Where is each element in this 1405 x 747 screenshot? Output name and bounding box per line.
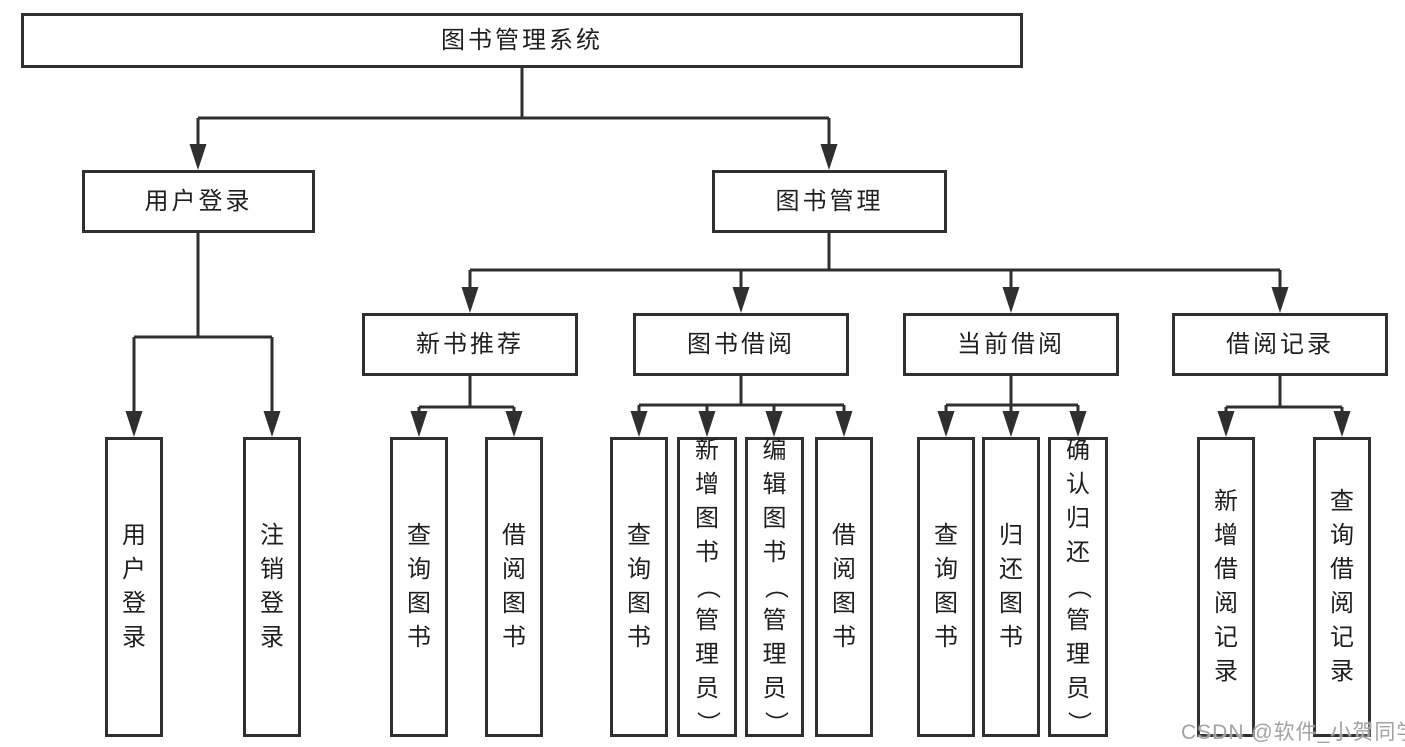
leaf-return-books: 归还图书 (982, 437, 1040, 737)
arrowhead (1002, 411, 1020, 437)
leaf-add-borrow-record: 新增借阅记录 (1197, 437, 1255, 737)
leaf-query-books-current-label: 查询图书 (934, 522, 958, 651)
leaf-add-books-admin-label: 新增图书（管理员） (694, 437, 721, 736)
connector-borrow-to-leaves (637, 376, 846, 413)
leaf-confirm-return-admin-label: 确认归还（管理员） (1065, 437, 1092, 736)
arrowhead (937, 411, 955, 437)
arrowhead (410, 411, 428, 437)
leaf-user-logout: 注销登录 (243, 437, 301, 737)
leaf-user-login: 用户登录 (105, 437, 163, 737)
leaf-edit-books-admin: 编辑图书（管理员） (745, 437, 804, 737)
leaf-borrow-books: 借阅图书 (815, 437, 873, 737)
arrowhead (1217, 411, 1235, 437)
arrowhead (835, 411, 853, 437)
arrowhead (1069, 411, 1087, 437)
user-login-label: 用户登录 (144, 187, 253, 215)
connector-recommend-to-leaves (417, 376, 516, 413)
arrowhead (1333, 411, 1351, 437)
leaf-user-logout-label: 注销登录 (260, 522, 284, 651)
connector-records-to-leaves (1224, 376, 1344, 413)
book-management-label: 图书管理 (775, 187, 884, 215)
leaf-query-books-borrow: 查询图书 (610, 437, 668, 737)
leaf-query-books-recommend-label: 查询图书 (407, 522, 431, 651)
arrowhead (1271, 287, 1289, 313)
arrowhead (732, 287, 750, 313)
leaf-query-borrow-record-label: 查询借阅记录 (1330, 488, 1354, 685)
leaf-user-login-label: 用户登录 (122, 522, 146, 651)
leaf-return-books-label: 归还图书 (999, 522, 1023, 651)
leaf-add-borrow-record-label: 新增借阅记录 (1214, 488, 1238, 685)
book-borrow-node: 图书借阅 (633, 313, 849, 376)
root-node-label: 图书管理系统 (441, 26, 603, 54)
current-borrow-label: 当前借阅 (957, 330, 1065, 358)
arrowhead (505, 411, 523, 437)
leaf-query-books-recommend: 查询图书 (390, 437, 448, 737)
root-node: 图书管理系统 (21, 13, 1023, 68)
leaf-edit-books-admin-label: 编辑图书（管理员） (761, 437, 789, 736)
leaf-query-borrow-record: 查询借阅记录 (1313, 437, 1371, 737)
arrowhead (1002, 287, 1020, 313)
arrowhead (698, 411, 716, 437)
arrowhead (765, 411, 783, 437)
leaf-query-books-borrow-label: 查询图书 (627, 522, 651, 651)
arrowhead (125, 411, 143, 437)
current-borrow-node: 当前借阅 (903, 313, 1119, 376)
arrowhead (820, 144, 838, 170)
leaf-confirm-return-admin: 确认归还（管理员） (1048, 437, 1108, 737)
arrowhead (189, 144, 207, 170)
arrowhead (263, 411, 281, 437)
arrowhead (461, 287, 479, 313)
book-management-node: 图书管理 (712, 170, 947, 233)
leaf-borrow-books-recommend: 借阅图书 (485, 437, 543, 737)
borrow-records-label: 借阅记录 (1226, 330, 1334, 358)
connector-root-to-level2 (196, 68, 831, 146)
leaf-borrow-books-label: 借阅图书 (832, 522, 856, 651)
connector-userlogin-to-leaves (132, 233, 274, 413)
new-book-recommend-label: 新书推荐 (416, 330, 524, 358)
user-login-node: 用户登录 (82, 170, 315, 233)
book-borrow-label: 图书借阅 (687, 330, 795, 358)
connector-current-to-leaves (944, 376, 1080, 413)
leaf-query-books-current: 查询图书 (917, 437, 975, 737)
leaf-add-books-admin: 新增图书（管理员） (677, 437, 737, 737)
leaf-borrow-books-recommend-label: 借阅图书 (502, 522, 526, 651)
new-book-recommend-node: 新书推荐 (362, 313, 578, 376)
arrowhead (630, 411, 648, 437)
connector-bookmgmt-to-level3 (468, 233, 1282, 289)
watermark: CSDN @软件_小贺同学 (1181, 721, 1405, 744)
borrow-records-node: 借阅记录 (1172, 313, 1388, 376)
